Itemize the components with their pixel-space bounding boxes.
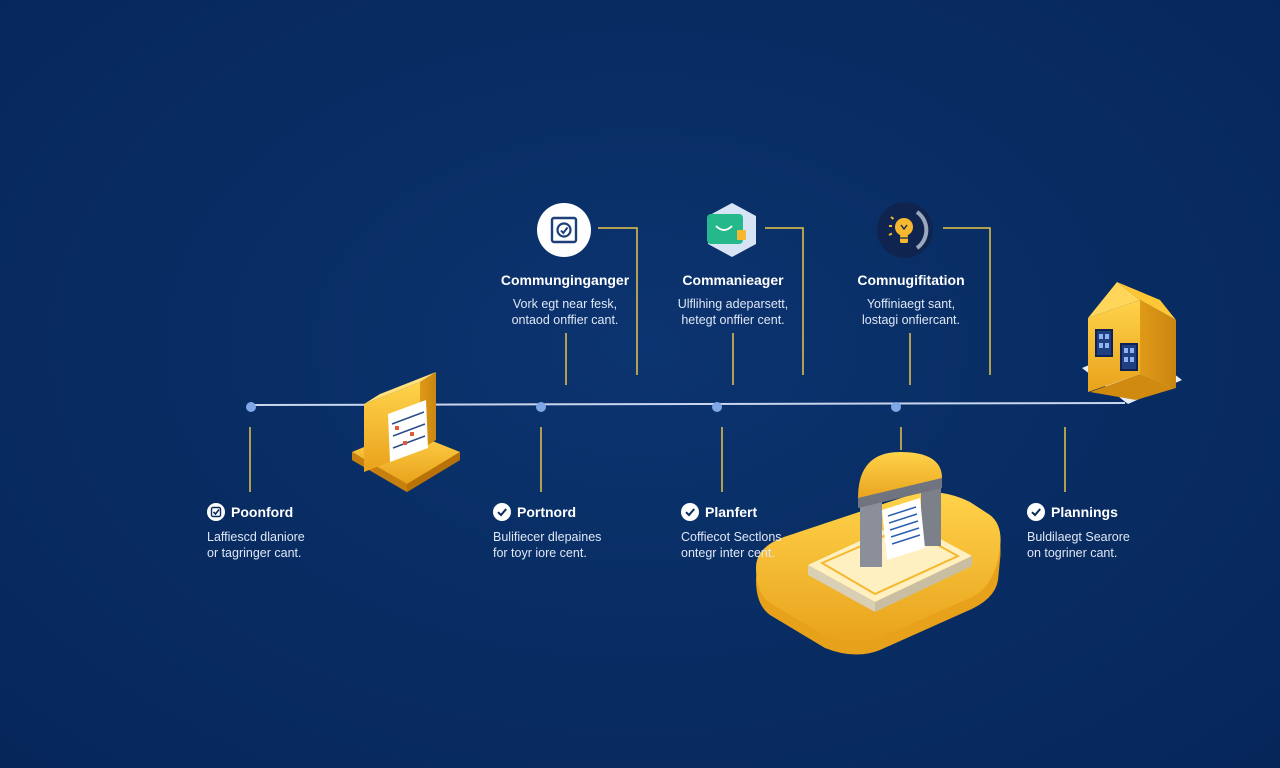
connector-top-2 [765,227,804,375]
bottom-item-title: Plannings [1051,504,1118,520]
bottom-connectors [249,427,1066,492]
top-item-desc-line: Vork egt near fesk, [512,297,618,311]
timeline-node-4 [891,402,901,412]
top-item-title: Communginganger [500,272,630,288]
wallet-icon [704,202,760,258]
top-item-desc-line: Ulflihing adeparsett, [677,297,789,311]
edit-check-icon [207,503,225,521]
bottom-item-desc-line: Laffiescd dlaniore [207,530,305,544]
document-seal-icon [536,202,592,258]
connector-top-1 [598,227,638,375]
check-icon [681,503,699,521]
calendar-block-icon [352,372,460,492]
bottom-item-title: Portnord [517,504,577,520]
top-item-desc-line: hetegt onffier cent. [681,313,785,327]
top-item-desc-line: ontaod onffier cant. [511,313,619,327]
bottom-item-desc-line: for toyr iore cent. [493,546,587,560]
top-item-2: Commanieager Ulflihing adeparsett, heteg… [658,272,808,328]
bottom-item-desc-line: on togriner cant. [1027,546,1118,560]
top-item-desc-line: lostagi onfiercant. [862,313,960,327]
bottom-item-desc-line: Coffiecot Sectlons [681,530,782,544]
timeline-node-3 [712,402,722,412]
timeline-node-2 [536,402,546,412]
bottom-item-2: Portnord Bulifiecer dlepaines for toyr i… [493,503,633,561]
check-icon [493,503,511,521]
connector-top-3 [943,227,991,375]
bottom-item-desc-line: ontegr inter cent. [681,546,775,560]
bottom-item-desc-line: or tagringer cant. [207,546,302,560]
bottom-item-title: Planfert [705,504,758,520]
bottom-item-3: Planfert Coffiecot Sectlons ontegr inter… [681,503,821,561]
bottom-item-4: Plannings Buldilaegt Searore on togriner… [1027,503,1167,561]
top-item-3: Comnugifitation Yoffiniaegt sant, lostag… [836,272,986,328]
document-platform-icon [756,452,1001,655]
top-item-desc-line: Yoffiniaegt sant, [866,297,956,311]
lightbulb-icon [877,202,933,258]
bottom-item-desc-line: Bulifiecer dlepaines [493,530,602,544]
building-block-icon [1082,282,1182,404]
bottom-item-1: Poonford Laffiescd dlaniore or tagringer… [207,503,347,561]
check-icon [1027,503,1045,521]
top-item-1: Communginganger Vork egt near fesk, onta… [490,272,640,328]
top-connectors [565,227,991,385]
bottom-item-desc-line: Buldilaegt Searore [1027,530,1130,544]
timeline-nodes [246,402,901,412]
top-item-title: Comnugifitation [857,272,965,288]
bottom-item-title: Poonford [231,504,294,520]
top-item-title: Commanieager [682,272,784,288]
timeline-node-1 [246,402,256,412]
